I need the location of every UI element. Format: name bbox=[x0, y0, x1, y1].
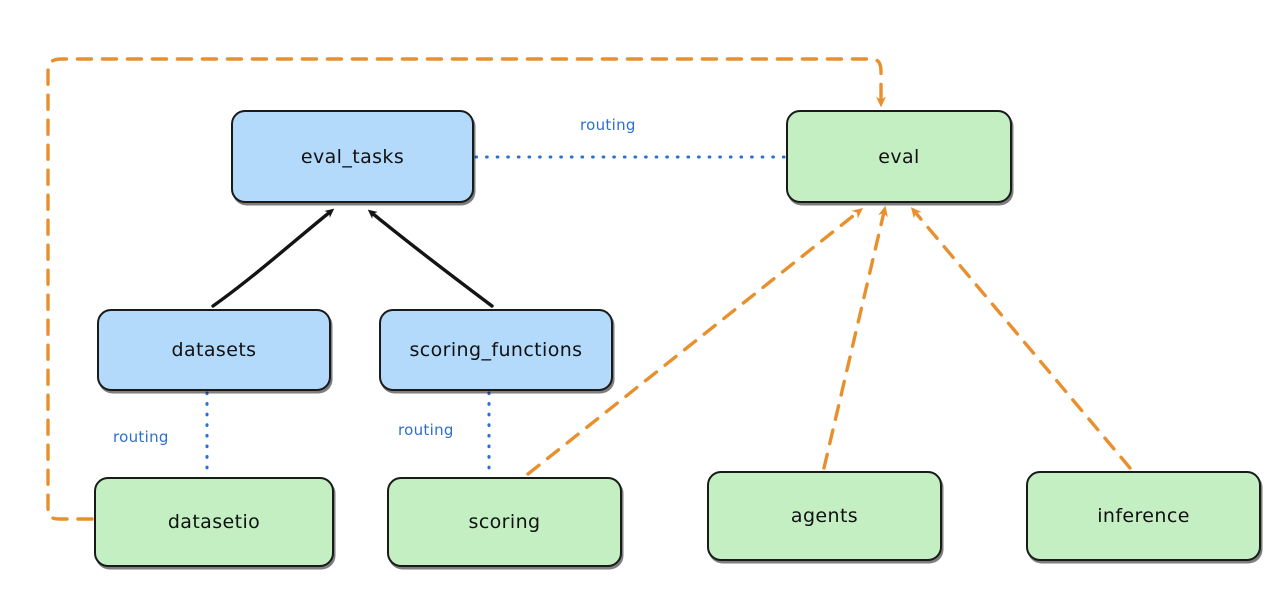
composition-edge-datasets-to-eval-tasks bbox=[211, 208, 335, 308]
dependency-edge-datasetio-to-eval bbox=[46, 57, 886, 521]
node-label-datasetio: datasetio bbox=[167, 511, 261, 533]
node-label-eval: eval bbox=[878, 145, 920, 168]
composition-edge-scoring-functions-to-eval-tasks bbox=[367, 209, 494, 308]
edge-label-routing-scoring-functions-to-scoring: routing bbox=[398, 421, 454, 439]
node-label-agents: agents bbox=[790, 505, 859, 527]
node-datasets[interactable]: datasets bbox=[97, 309, 331, 391]
node-inference[interactable]: inference bbox=[1026, 471, 1261, 561]
node-label-inference: inference bbox=[1097, 505, 1190, 527]
node-eval[interactable]: eval bbox=[786, 110, 1012, 203]
node-scoring[interactable]: scoring bbox=[387, 477, 622, 567]
node-agents[interactable]: agents bbox=[707, 471, 942, 561]
dependency-edge-scoring-to-eval bbox=[526, 208, 864, 476]
node-label-scoring-functions: scoring_functions bbox=[409, 339, 583, 361]
dependency-edge-inference-to-eval bbox=[910, 207, 1132, 470]
node-label-eval-tasks: eval_tasks bbox=[300, 145, 405, 168]
node-scoring-functions[interactable]: scoring_functions bbox=[379, 309, 613, 391]
node-eval-tasks[interactable]: eval_tasks bbox=[231, 110, 474, 203]
dependency-edge-agents-to-eval bbox=[822, 205, 888, 470]
node-datasetio[interactable]: datasetio bbox=[94, 477, 334, 567]
node-label-scoring: scoring bbox=[468, 511, 541, 533]
edge-label-routing-datasets-to-datasetio: routing bbox=[113, 428, 169, 446]
edge-label-routing-eval-tasks-to-eval: routing bbox=[580, 116, 636, 134]
node-label-datasets: datasets bbox=[171, 339, 257, 361]
